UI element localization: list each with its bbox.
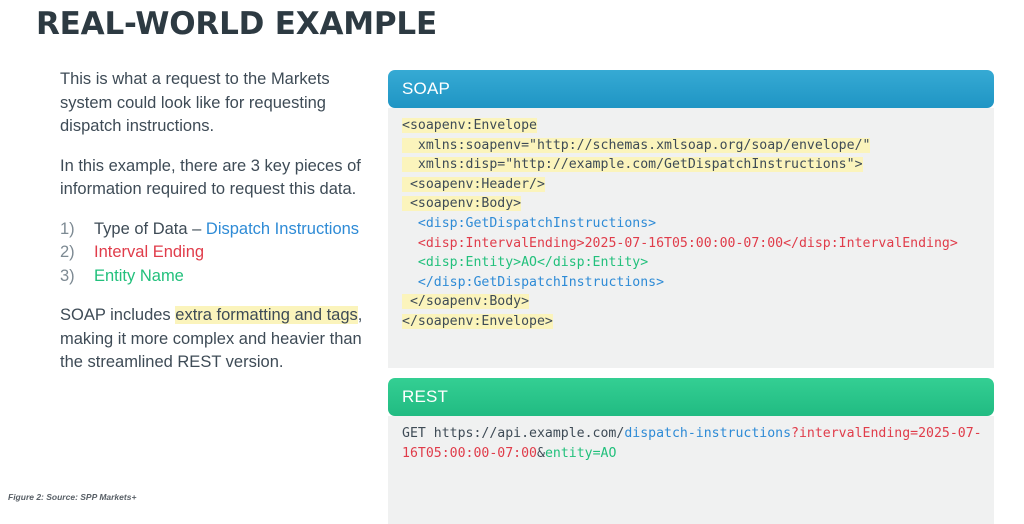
key-pieces-paragraph: In this example, there are 3 key pieces … [60, 156, 361, 199]
code-segment: & [536, 445, 545, 461]
rest-panel: REST GET https://api.example.com/dispatc… [388, 378, 994, 524]
code-line-text: <disp:GetDispatchInstructions> [402, 215, 657, 231]
list-item-number: 3) [60, 266, 75, 285]
left-text-column: This is what a request to the Markets sy… [60, 68, 372, 375]
summary-before: SOAP includes [60, 306, 176, 324]
rest-code-block: GET https://api.example.com/dispatch-ins… [388, 416, 994, 524]
figure-caption: Figure 2: Source: SPP Markets+ [8, 492, 137, 502]
code-segment: GET https://api.example.com/ [402, 426, 625, 441]
code-line-text: <disp:IntervalEnding>2025-07-16T05:00:00… [402, 235, 958, 251]
list-item-accent: Entity Name [94, 266, 184, 285]
key-information-list: 1) Type of Data – Dispatch Instructions … [60, 218, 372, 289]
intro-paragraph: This is what a request to the Markets sy… [60, 70, 330, 135]
code-line-highlighted: <soapenv:Header/> [402, 176, 545, 192]
code-line-highlighted: </soapenv:Envelope> [402, 313, 553, 329]
list-item-accent: Interval Ending [94, 243, 205, 261]
soap-panel: SOAP <soapenv:Envelope xmlns:soapenv="ht… [388, 70, 994, 368]
code-line-highlighted: xmlns:disp="http://example.com/GetDispat… [402, 157, 863, 173]
code-line-text: <disp:Entity>AO</disp:Entity> [402, 255, 649, 271]
code-line: </soapenv:Envelope> [402, 312, 984, 332]
code-line: <disp:IntervalEnding>2025-07-16T05:00:00… [402, 234, 984, 254]
list-item-number: 2) [60, 243, 75, 261]
code-segment: dispatch-instructions [624, 426, 792, 441]
summary-after: , making it more complex and heavier tha… [60, 306, 363, 371]
summary-paragraph: SOAP includes extra formatting and tags,… [60, 304, 372, 375]
list-item: 1) Type of Data – Dispatch Instructions [60, 218, 372, 242]
list-item: 2) Interval Ending [60, 241, 372, 265]
code-line: <soapenv:Body> [402, 194, 984, 214]
list-item-plain: Type of Data – [94, 219, 206, 238]
code-segment: ?intervalEnding=2025-07-16T05:00:00-07:0… [402, 426, 982, 461]
list-item-accent: Dispatch Instructions [205, 219, 360, 238]
code-line-highlighted: <soapenv:Body> [402, 196, 522, 212]
list-item-number: 1) [60, 219, 75, 238]
summary-highlight: extra formatting and tags [175, 306, 358, 324]
list-item-text: Type of Data – Dispatch Instructions [94, 218, 372, 242]
code-line-highlighted: </soapenv:Body> [402, 294, 530, 310]
code-line-highlighted: xmlns:soapenv="http://schemas.xmlsoap.or… [402, 137, 871, 153]
code-segment: entity=AO [544, 445, 617, 461]
code-line-highlighted: <soapenv:Envelope [402, 118, 537, 133]
page-title: REAL-WORLD EXAMPLE [36, 6, 437, 42]
code-line: <disp:Entity>AO</disp:Entity> [402, 253, 984, 273]
code-line: <soapenv:Envelope [402, 116, 984, 136]
soap-code-block: <soapenv:Envelope xmlns:soapenv="http://… [388, 108, 994, 368]
code-line: xmlns:disp="http://example.com/GetDispat… [402, 155, 984, 175]
list-item-text: Entity Name [94, 265, 372, 289]
slide-canvas: REAL-WORLD EXAMPLE This is what a reques… [8, 6, 994, 524]
list-item: 3) Entity Name [60, 265, 372, 289]
code-line: </soapenv:Body> [402, 292, 984, 312]
code-line: xmlns:soapenv="http://schemas.xmlsoap.or… [402, 136, 984, 156]
list-item-text: Interval Ending [94, 241, 372, 265]
rest-panel-header: REST [388, 378, 994, 416]
soap-panel-header: SOAP [388, 70, 994, 108]
code-line: <soapenv:Header/> [402, 175, 984, 195]
code-line: <disp:GetDispatchInstructions> [402, 214, 984, 234]
rest-panel-header-label: REST [402, 387, 449, 406]
code-line-text: </disp:GetDispatchInstructions> [402, 274, 665, 290]
soap-panel-header-label: SOAP [402, 79, 451, 98]
code-line: </disp:GetDispatchInstructions> [402, 273, 984, 293]
